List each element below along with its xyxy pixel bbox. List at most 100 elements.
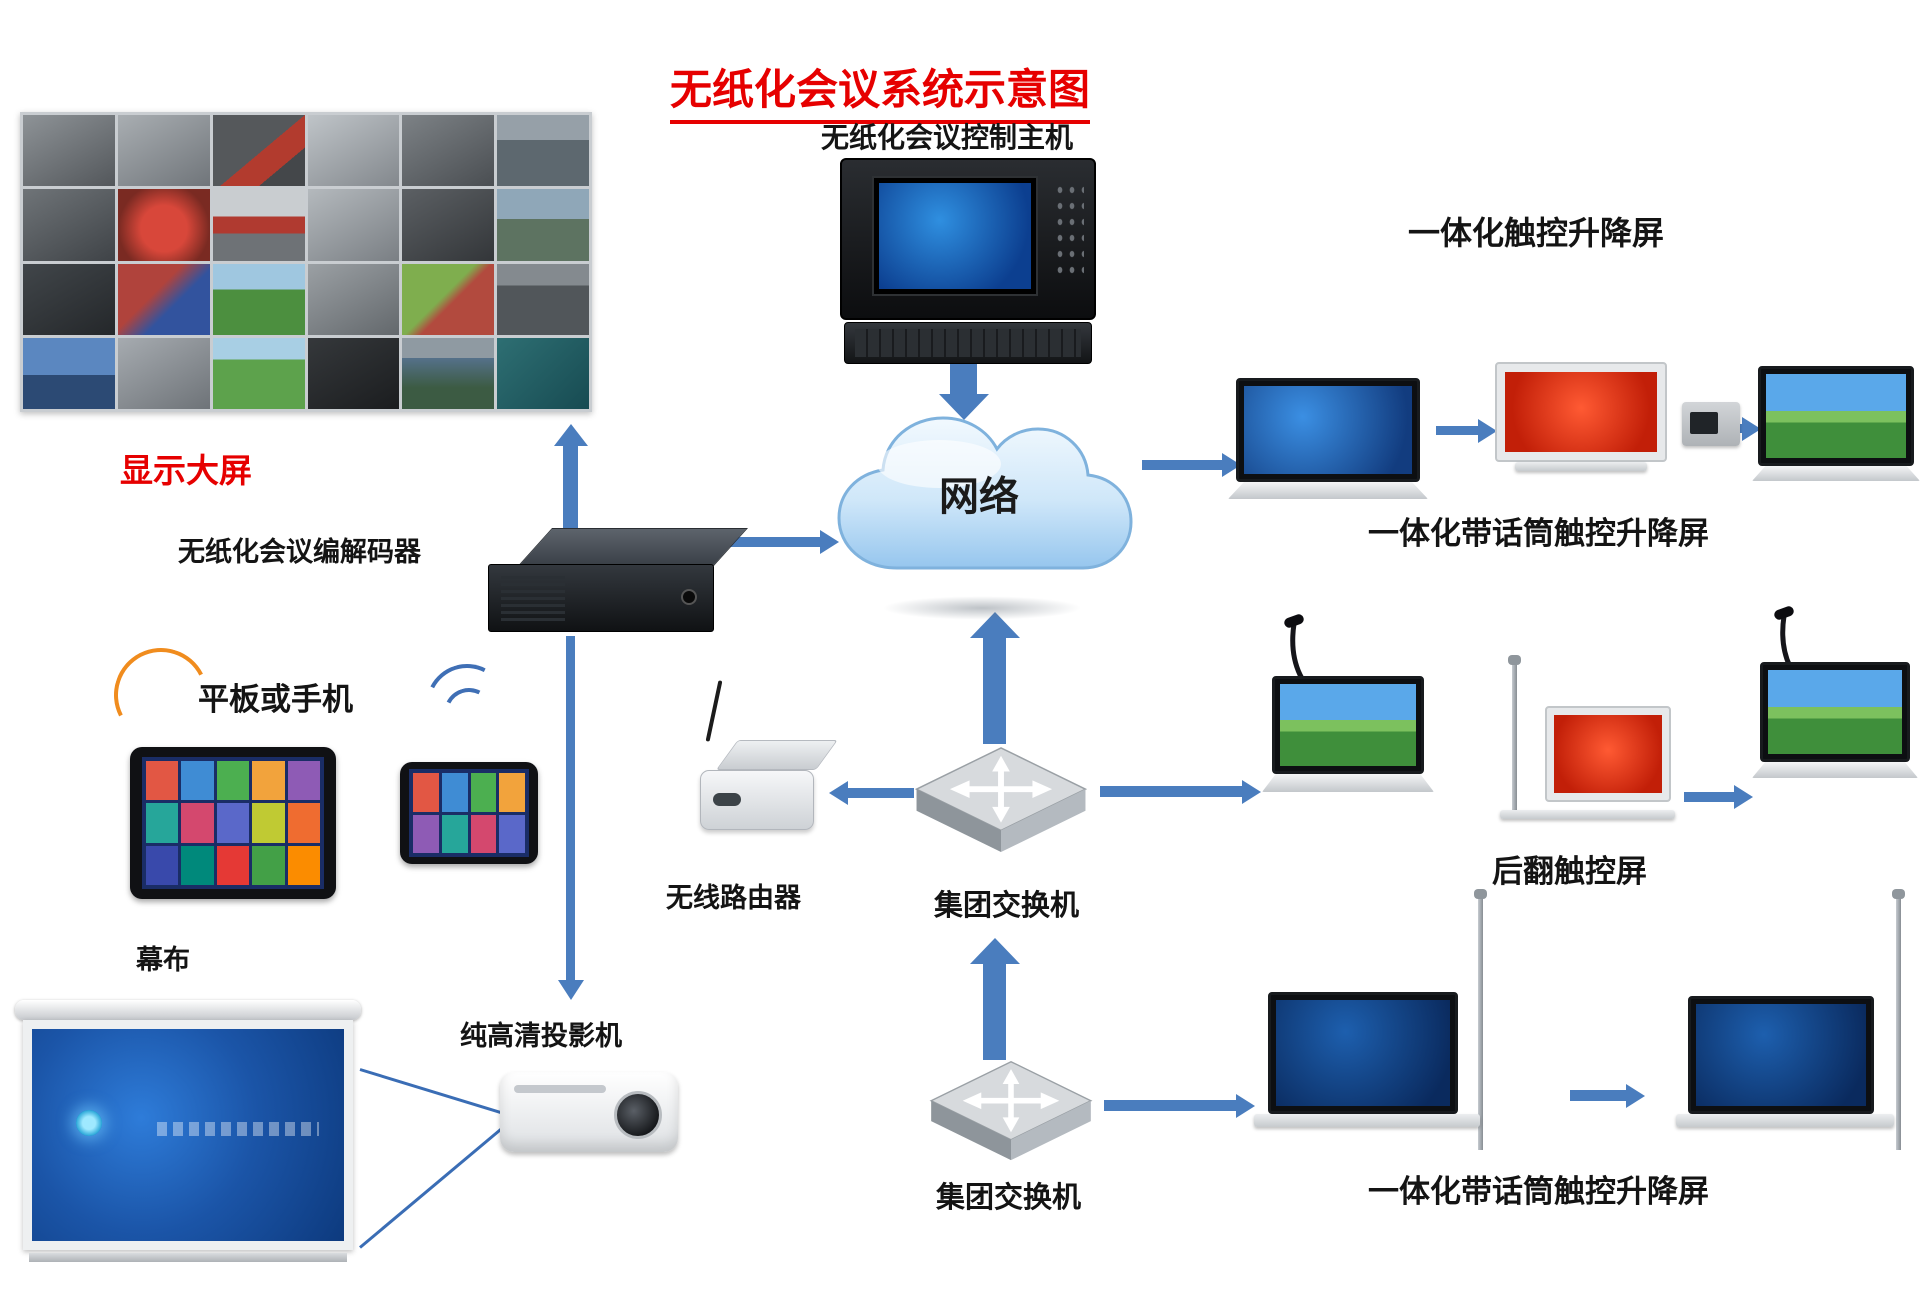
screen-base xyxy=(1228,482,1428,499)
flip-screen-pole xyxy=(1508,655,1521,814)
screen-foot xyxy=(29,1253,347,1262)
wall-cell xyxy=(117,263,210,335)
wifi-arc-icon xyxy=(101,635,221,755)
codec-top-face xyxy=(516,528,749,568)
wall-cell xyxy=(23,337,115,409)
tile xyxy=(413,814,439,853)
tile xyxy=(470,814,497,853)
arrow-switch-to-router xyxy=(848,788,914,798)
wall-cell xyxy=(402,263,495,335)
wall-cell xyxy=(212,263,305,335)
tile xyxy=(146,845,179,885)
tile xyxy=(441,814,468,853)
wall-cell xyxy=(307,189,400,261)
lift-control-box xyxy=(1682,402,1740,446)
group-switch-bottom xyxy=(926,1058,1096,1162)
display-wall-label: 显示大屏 xyxy=(120,452,252,489)
curtain-label: 幕布 xyxy=(136,945,190,975)
hd-projector xyxy=(500,1072,678,1152)
arrow-switch-to-cloud xyxy=(983,638,1006,744)
screen-bezel xyxy=(1272,676,1424,774)
switch-arrows-icon xyxy=(976,1079,1046,1123)
wall-cell xyxy=(307,263,400,335)
router-label: 无线路由器 xyxy=(666,883,801,913)
arrow-cloud-to-liftscreen xyxy=(1142,460,1222,470)
lift-screen-label: 一体化触控升降屏 xyxy=(1408,215,1665,251)
projector-label: 纯高清投影机 xyxy=(460,1021,622,1051)
control-host xyxy=(840,158,1096,364)
tile xyxy=(252,845,285,885)
screen-surface xyxy=(23,1020,353,1250)
projection-beam-bottom xyxy=(359,1124,507,1249)
codec-device xyxy=(488,528,749,632)
arrow-switch-to-switch xyxy=(983,964,1006,1060)
display-video-wall xyxy=(20,112,592,412)
wall-cell xyxy=(402,115,495,187)
switch-arrows-icon xyxy=(964,766,1038,812)
arrow-host-to-cloud xyxy=(950,360,977,394)
projection-beam-top xyxy=(359,1068,506,1116)
mic-lift-laptop-2 xyxy=(1676,996,1894,1127)
touch-lift-screen-1 xyxy=(1228,378,1428,499)
projected-image xyxy=(32,1029,344,1241)
tile xyxy=(441,773,468,812)
screen-wallpaper xyxy=(1244,386,1412,474)
screen-base xyxy=(1254,1114,1480,1127)
tile-grid xyxy=(413,773,525,853)
mic-lift-screen-top-label: 一体化带话筒触控升降屏 xyxy=(1368,516,1709,551)
wall-cell xyxy=(497,263,589,335)
screen-bezel xyxy=(1688,996,1874,1114)
screen-bezel xyxy=(1758,366,1914,466)
wall-cell xyxy=(307,337,400,409)
projector-vent xyxy=(514,1085,606,1093)
host-label: 无纸化会议控制主机 xyxy=(820,122,1073,153)
tile xyxy=(287,803,320,843)
codec-front-face xyxy=(488,564,714,632)
mic-touch-screen-1 xyxy=(1262,614,1434,792)
screen-bezel xyxy=(1236,378,1420,482)
wall-cell xyxy=(307,115,400,187)
arrow-codec-to-cloud xyxy=(720,537,820,547)
host-screen xyxy=(874,178,1036,294)
tablet-large xyxy=(130,747,336,899)
tile xyxy=(146,761,179,801)
tablet-screen xyxy=(409,769,529,857)
arrow-laptop-to-laptop xyxy=(1570,1090,1626,1101)
wall-cell xyxy=(117,337,210,409)
router-body xyxy=(700,770,814,830)
tile xyxy=(181,845,214,885)
wall-cell xyxy=(497,189,589,261)
wall-cell xyxy=(402,337,495,409)
tile xyxy=(146,803,179,843)
tile xyxy=(181,761,214,801)
screen-wallpaper xyxy=(1554,715,1662,793)
wall-cell xyxy=(212,337,305,409)
touch-lift-screen-2 xyxy=(1495,362,1667,471)
tile xyxy=(181,803,214,843)
tablet-label: 平板或手机 xyxy=(198,682,353,717)
mic-stand-pole-1 xyxy=(1474,889,1487,1150)
wall-cell xyxy=(212,115,305,187)
screen-wallpaper xyxy=(1766,374,1906,458)
screen-base xyxy=(1752,466,1920,481)
screen-base xyxy=(1500,810,1675,819)
screen-bezel xyxy=(1268,992,1458,1114)
tile xyxy=(216,845,250,885)
wall-cell xyxy=(117,189,210,261)
wall-cell xyxy=(497,337,589,409)
lens-icon xyxy=(614,1091,662,1139)
arrow-codec-to-wall xyxy=(563,446,578,528)
switch-mid-label: 集团交换机 xyxy=(934,890,1080,922)
mic-stand-pole-2 xyxy=(1892,889,1905,1150)
tile xyxy=(252,761,285,801)
arrow-liftscreen-1-2 xyxy=(1436,426,1478,435)
network-cloud-icon xyxy=(818,396,1140,611)
arrow-switch-to-laptop xyxy=(1104,1100,1236,1111)
tile xyxy=(413,773,439,812)
arrow-flip-to-micscreen xyxy=(1684,792,1734,802)
screen-base xyxy=(1262,774,1434,792)
tile xyxy=(287,761,320,801)
touch-lift-screen-3 xyxy=(1752,366,1920,481)
screen-base xyxy=(1676,1114,1894,1127)
